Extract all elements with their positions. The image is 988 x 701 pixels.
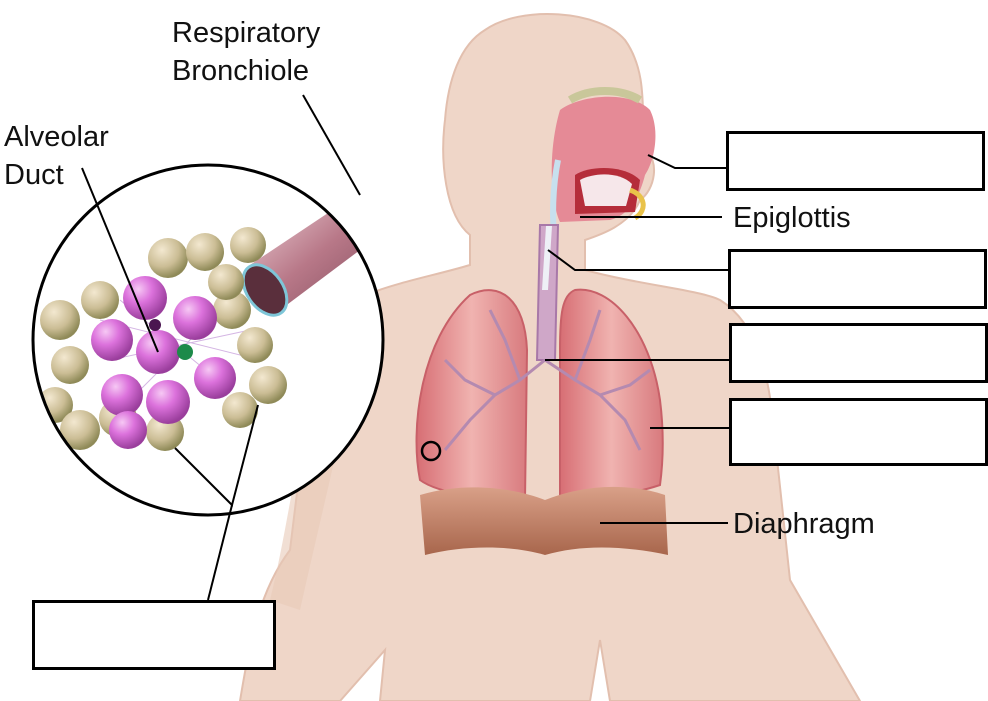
alveolar-duct-label: Alveolar Duct bbox=[4, 118, 109, 194]
epiglottis-label: Epiglottis bbox=[733, 199, 851, 237]
trachea bbox=[537, 225, 558, 360]
alveoli-answer-box[interactable] bbox=[32, 600, 276, 670]
respiratory-bronchiole-label-line1: Respiratory bbox=[172, 14, 320, 52]
bronchus-answer-box[interactable] bbox=[729, 323, 988, 383]
respiratory-bronchiole-label-line2: Bronchiole bbox=[172, 52, 320, 90]
alveolar-duct-label-line1: Alveolar bbox=[4, 118, 109, 156]
trachea-answer-box[interactable] bbox=[728, 249, 987, 309]
respiratory-bronchiole-label: Respiratory Bronchiole bbox=[172, 14, 320, 90]
alveolar-duct-label-line2: Duct bbox=[4, 156, 109, 194]
diaphragm-label: Diaphragm bbox=[733, 505, 875, 543]
lung-answer-box[interactable] bbox=[729, 398, 988, 466]
nasal-cavity-answer-box[interactable] bbox=[726, 131, 985, 191]
